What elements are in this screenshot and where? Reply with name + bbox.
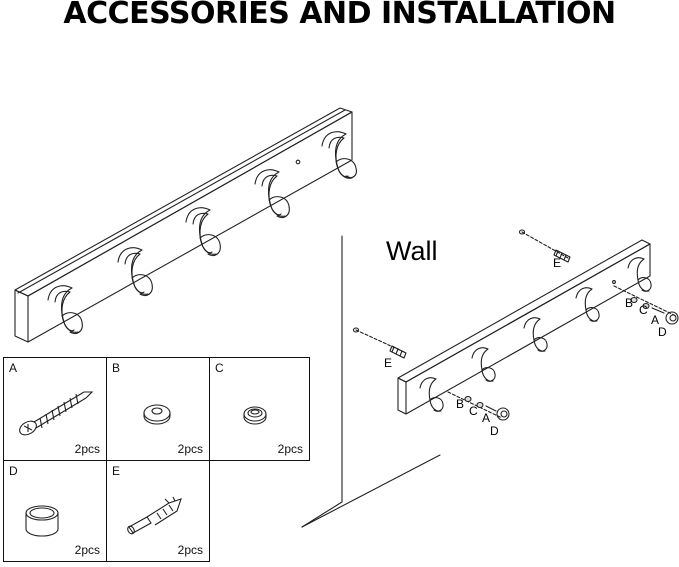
coat-rack-small [397, 239, 652, 415]
cap-icon [25, 505, 59, 537]
part-qty: 2pcs [74, 543, 100, 557]
callout-C-left: C [469, 404, 478, 418]
callout-D-left: D [490, 424, 499, 438]
part-letter: D [9, 464, 18, 478]
callout-A-right: A [651, 313, 660, 327]
screw-icon [19, 391, 94, 436]
hook-1 [47, 285, 83, 335]
hook-5 [321, 131, 357, 179]
callout-B-right: B [625, 296, 634, 310]
anchor-right [518, 229, 571, 263]
small-hook-1 [419, 377, 444, 412]
part-cell-d: D 2pcs [3, 460, 107, 562]
hook-3 [185, 207, 221, 257]
part-letter: E [112, 464, 121, 478]
hook-4 [254, 169, 290, 219]
part-letter: B [112, 361, 121, 375]
part-letter: C [215, 361, 224, 375]
wall-floor-line [301, 501, 343, 528]
part-qty: 2pcs [177, 543, 203, 557]
part-qty: 2pcs [74, 442, 100, 456]
small-hook-5 [627, 257, 652, 292]
part-qty: 2pcs [277, 442, 303, 456]
fastener-stack-right [630, 296, 679, 325]
part-qty: 2pcs [177, 442, 203, 456]
part-cell-c: C 2pcs [209, 357, 310, 461]
callout-A-left: A [482, 411, 491, 425]
part-cell-b: B 2pcs [106, 357, 210, 461]
coat-rack-large [14, 107, 357, 343]
part-cell-e: E 2pcs [106, 460, 210, 562]
washer-icon [143, 404, 171, 425]
page-title: ACCESSORIES AND INSTALLATION [63, 0, 616, 31]
fastener-stack-left [464, 395, 510, 421]
callout-E-left: E [384, 356, 393, 370]
hook-2 [117, 247, 153, 297]
callout-D-right: D [658, 325, 667, 339]
wall-label: Wall [386, 236, 438, 266]
lock-washer-icon [243, 406, 267, 425]
small-hook-2 [471, 347, 496, 382]
callout-E-right: E [553, 256, 562, 270]
part-cell-a: A 2pcs [3, 357, 107, 461]
small-hook-4 [575, 287, 600, 322]
anchor-left [352, 327, 407, 359]
parts-table: A 2pcs B 2pcs C [3, 357, 310, 562]
callout-B-left: B [456, 397, 465, 411]
wall-bottom-line [301, 454, 441, 528]
wall-anchor-icon [127, 496, 182, 535]
callout-C-right: C [639, 303, 648, 317]
part-letter: A [9, 361, 18, 375]
small-hook-3 [523, 317, 548, 352]
